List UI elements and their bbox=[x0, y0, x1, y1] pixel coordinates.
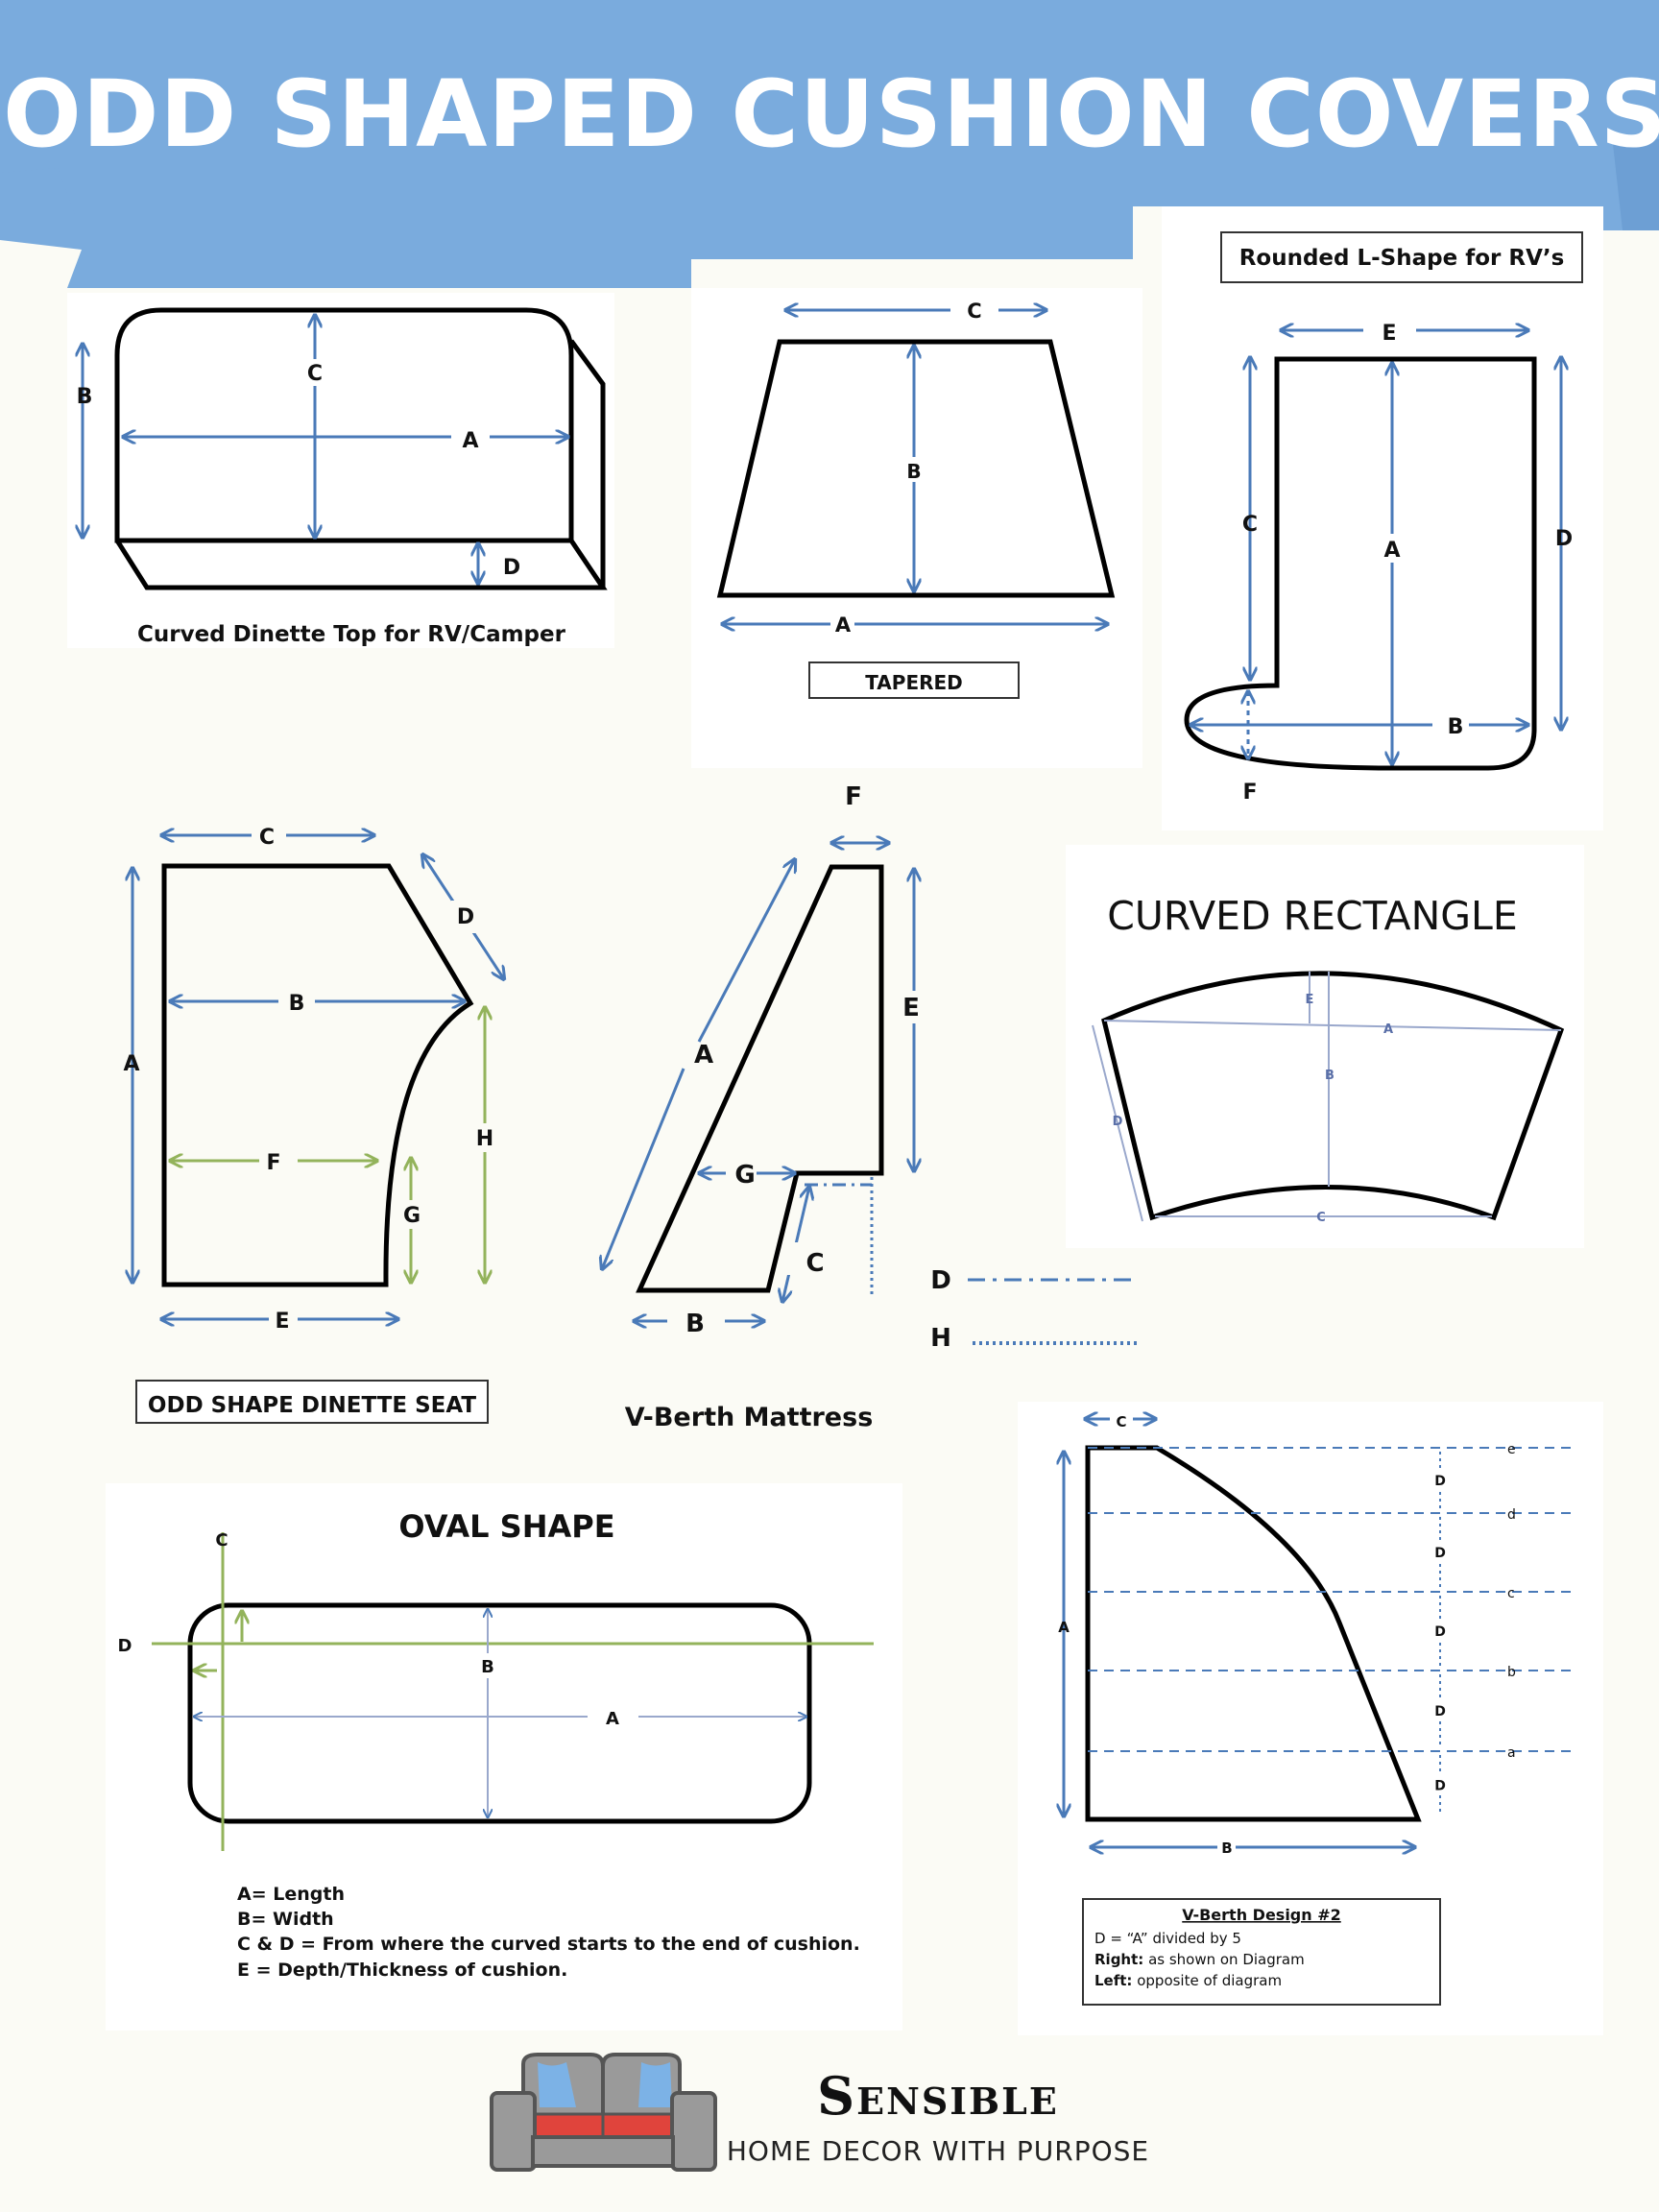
diagram-l-shape: Rounded L-Shape for RV’s E A C D B F bbox=[1184, 231, 1583, 805]
dim-c: C bbox=[967, 300, 981, 323]
level-label-a: a bbox=[1507, 1745, 1516, 1761]
v-berth-2-line-3: Left: opposite of diagram bbox=[1094, 1972, 1282, 1989]
dim-a: A bbox=[1058, 1619, 1070, 1636]
l-shape-caption: Rounded L-Shape for RV’s bbox=[1239, 246, 1565, 271]
dim-a: A bbox=[606, 1709, 619, 1729]
v-berth-2-line-1: D = “A” divided by 5 bbox=[1094, 1930, 1241, 1947]
segment-d-label: D bbox=[1434, 1779, 1446, 1794]
v-berth-caption: V-Berth Mattress bbox=[625, 1403, 874, 1432]
dim-c: C bbox=[805, 1249, 824, 1278]
dim-e: E bbox=[275, 1310, 289, 1334]
dim-e: E bbox=[1382, 322, 1396, 346]
dim-d: D bbox=[1555, 527, 1573, 551]
dim-e: E bbox=[1306, 993, 1314, 1007]
dim-c: C bbox=[1116, 1413, 1126, 1431]
dim-c: C bbox=[307, 362, 323, 386]
diagram-tapered: C B A TAPERED bbox=[716, 300, 1116, 699]
v-berth-2-info-box bbox=[1082, 1898, 1441, 2006]
dinette-seat-caption-box bbox=[135, 1380, 489, 1424]
oval-note-4: E = Depth/Thickness of cushion. bbox=[237, 1960, 567, 1981]
oval-note-3: C & D = From where the curved starts to … bbox=[237, 1934, 860, 1955]
dinette-seat-caption: ODD SHAPE DINETTE SEAT bbox=[148, 1393, 476, 1418]
dim-d: D bbox=[457, 905, 474, 929]
dim-f: F bbox=[266, 1151, 280, 1175]
tapered-caption: TAPERED bbox=[865, 671, 963, 694]
oval-note-2: B= Width bbox=[237, 1909, 334, 1930]
dim-b: B bbox=[1448, 715, 1464, 739]
oval-caption: OVAL SHAPE bbox=[398, 1508, 614, 1545]
brand-tagline: HOME DECOR WITH PURPOSE bbox=[727, 2135, 1149, 2167]
v-berth-2-line-2: Right: as shown on Diagram bbox=[1094, 1951, 1305, 1968]
dim-b: B bbox=[685, 1310, 705, 1338]
dim-b: B bbox=[906, 460, 921, 483]
dim-h: H bbox=[476, 1127, 493, 1151]
dim-b: B bbox=[289, 992, 305, 1016]
dinette-top-caption: Curved Dinette Top for RV/Camper bbox=[137, 622, 566, 647]
brand-logo: Sensible HOME DECOR WITH PURPOSE bbox=[490, 2053, 1149, 2172]
diagram-v-berth: F E A G C B D H V-Berth Mattress bbox=[602, 782, 1141, 1432]
dim-a: A bbox=[1383, 539, 1400, 563]
dim-e: E bbox=[902, 994, 920, 1022]
level-label-d: d bbox=[1507, 1507, 1516, 1523]
dim-f: F bbox=[1242, 781, 1257, 805]
dim-b: B bbox=[1325, 1069, 1334, 1083]
segment-d-label: D bbox=[1434, 1624, 1446, 1640]
segment-d-label: D bbox=[1434, 1546, 1446, 1561]
dim-c: C bbox=[1242, 513, 1258, 537]
diagram-curved-rect: CURVED RECTANGLE A B C D E bbox=[1066, 845, 1584, 1248]
dim-d: D bbox=[118, 1636, 132, 1656]
tapered-caption-box bbox=[808, 661, 1020, 699]
curved-rect-caption: CURVED RECTANGLE bbox=[1107, 893, 1518, 939]
oval-note-1: A= Length bbox=[237, 1884, 345, 1905]
dim-g: G bbox=[734, 1161, 755, 1190]
dim-b: B bbox=[481, 1657, 494, 1677]
dim-d: D bbox=[503, 556, 520, 580]
dim-a: A bbox=[694, 1041, 713, 1070]
diagram-dinette-seat: C D B A F H G E ODD SHAPE DINETTE SEAT bbox=[123, 826, 504, 1424]
page-title: ODD SHAPED CUSHION COVERS bbox=[3, 60, 1659, 168]
level-label-b: b bbox=[1507, 1665, 1516, 1680]
segment-d-label: D bbox=[1434, 1704, 1446, 1719]
level-label-c: c bbox=[1507, 1586, 1515, 1601]
dim-d: D bbox=[1113, 1115, 1123, 1129]
l-shape-caption-box bbox=[1220, 231, 1583, 283]
diagram-oval: OVAL SHAPE C D B A A= Length B= Width C … bbox=[106, 1483, 902, 2031]
brand-name: Sensible bbox=[817, 2065, 1059, 2127]
dim-a: A bbox=[835, 613, 852, 637]
dim-a: A bbox=[1383, 1022, 1393, 1037]
dim-g: G bbox=[403, 1204, 421, 1228]
sofa-icon bbox=[490, 2053, 717, 2172]
dim-c: C bbox=[1316, 1211, 1326, 1225]
legend-d-label: D bbox=[930, 1266, 951, 1295]
dim-b: B bbox=[1221, 1839, 1232, 1857]
dim-f: F bbox=[845, 782, 862, 811]
diagram-dinette-top: A C B D Curved Dinette Top for RV/Camper bbox=[77, 307, 608, 647]
dim-b: B bbox=[77, 385, 93, 409]
dim-a: A bbox=[123, 1052, 139, 1076]
dim-c: C bbox=[259, 826, 275, 850]
level-label-e: e bbox=[1507, 1442, 1516, 1457]
segment-d-label: D bbox=[1434, 1474, 1446, 1489]
v-berth-2-title: V-Berth Design #2 bbox=[1182, 1906, 1341, 1924]
legend-h-label: H bbox=[930, 1324, 951, 1353]
dim-a: A bbox=[462, 429, 478, 453]
dim-c: C bbox=[215, 1530, 228, 1551]
